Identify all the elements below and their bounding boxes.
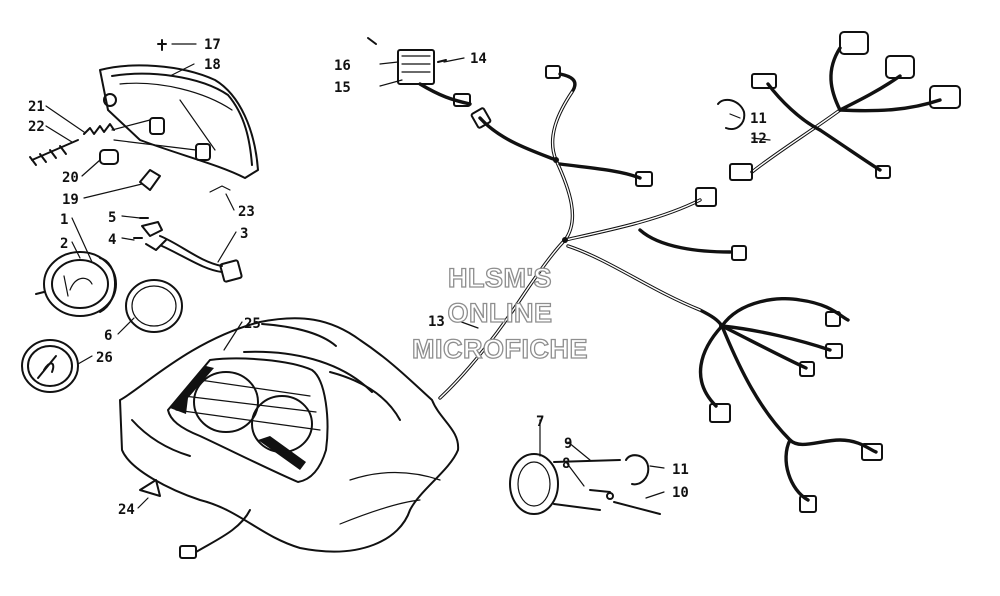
callout-6: 6: [104, 328, 112, 344]
gauge-bezel-ring: [125, 279, 183, 333]
watermark-line-3: MICROFICHE: [412, 334, 588, 364]
callout-4: 4: [108, 232, 116, 248]
leader-lines: [45, 43, 771, 509]
callout-12: 12: [750, 131, 767, 147]
callout-labels: 17 18 21 22 20 19 23 5 1 4 3 2 6 25 26 2…: [28, 37, 767, 518]
callout-18: 18: [204, 57, 221, 73]
watermark-line-2: ONLINE: [447, 298, 552, 328]
tachometer-gauge: [21, 339, 79, 393]
callout-11-handlebar: 11: [750, 111, 767, 127]
gauge-lamp-harness: [133, 217, 243, 283]
callout-2: 2: [60, 236, 68, 252]
callout-3: 3: [240, 226, 248, 242]
handlebar-harness: [717, 31, 961, 181]
callout-1: 1: [60, 212, 68, 228]
callout-14: 14: [470, 51, 487, 67]
callout-8: 8: [562, 456, 570, 472]
callout-25: 25: [244, 316, 261, 332]
callout-16: 16: [334, 58, 351, 74]
speedometer-gauge: [35, 251, 117, 317]
callout-19: 19: [62, 192, 79, 208]
callout-26: 26: [96, 350, 113, 366]
callout-7: 7: [536, 414, 544, 430]
rear-lamp-assembly: [509, 453, 661, 515]
callout-21: 21: [28, 99, 45, 115]
callout-5: 5: [108, 210, 116, 226]
callout-13: 13: [428, 314, 445, 330]
callout-11-lamp: 11: [672, 462, 689, 478]
callout-9: 9: [564, 436, 572, 452]
relay-assembly: [367, 37, 472, 107]
watermark-line-1: HLSM'S: [448, 263, 552, 293]
watermark: HLSM'S ONLINE MICROFICHE: [411, 262, 588, 364]
callout-22: 22: [28, 119, 45, 135]
callout-23: 23: [238, 204, 255, 220]
callout-24: 24: [118, 502, 135, 518]
callout-20: 20: [62, 170, 79, 186]
callout-10: 10: [672, 485, 689, 501]
callout-17: 17: [204, 37, 221, 53]
main-wiring-harness: [438, 65, 883, 513]
callout-15: 15: [334, 80, 351, 96]
dash-panel: [119, 317, 460, 559]
headlight-assembly: [29, 39, 259, 193]
